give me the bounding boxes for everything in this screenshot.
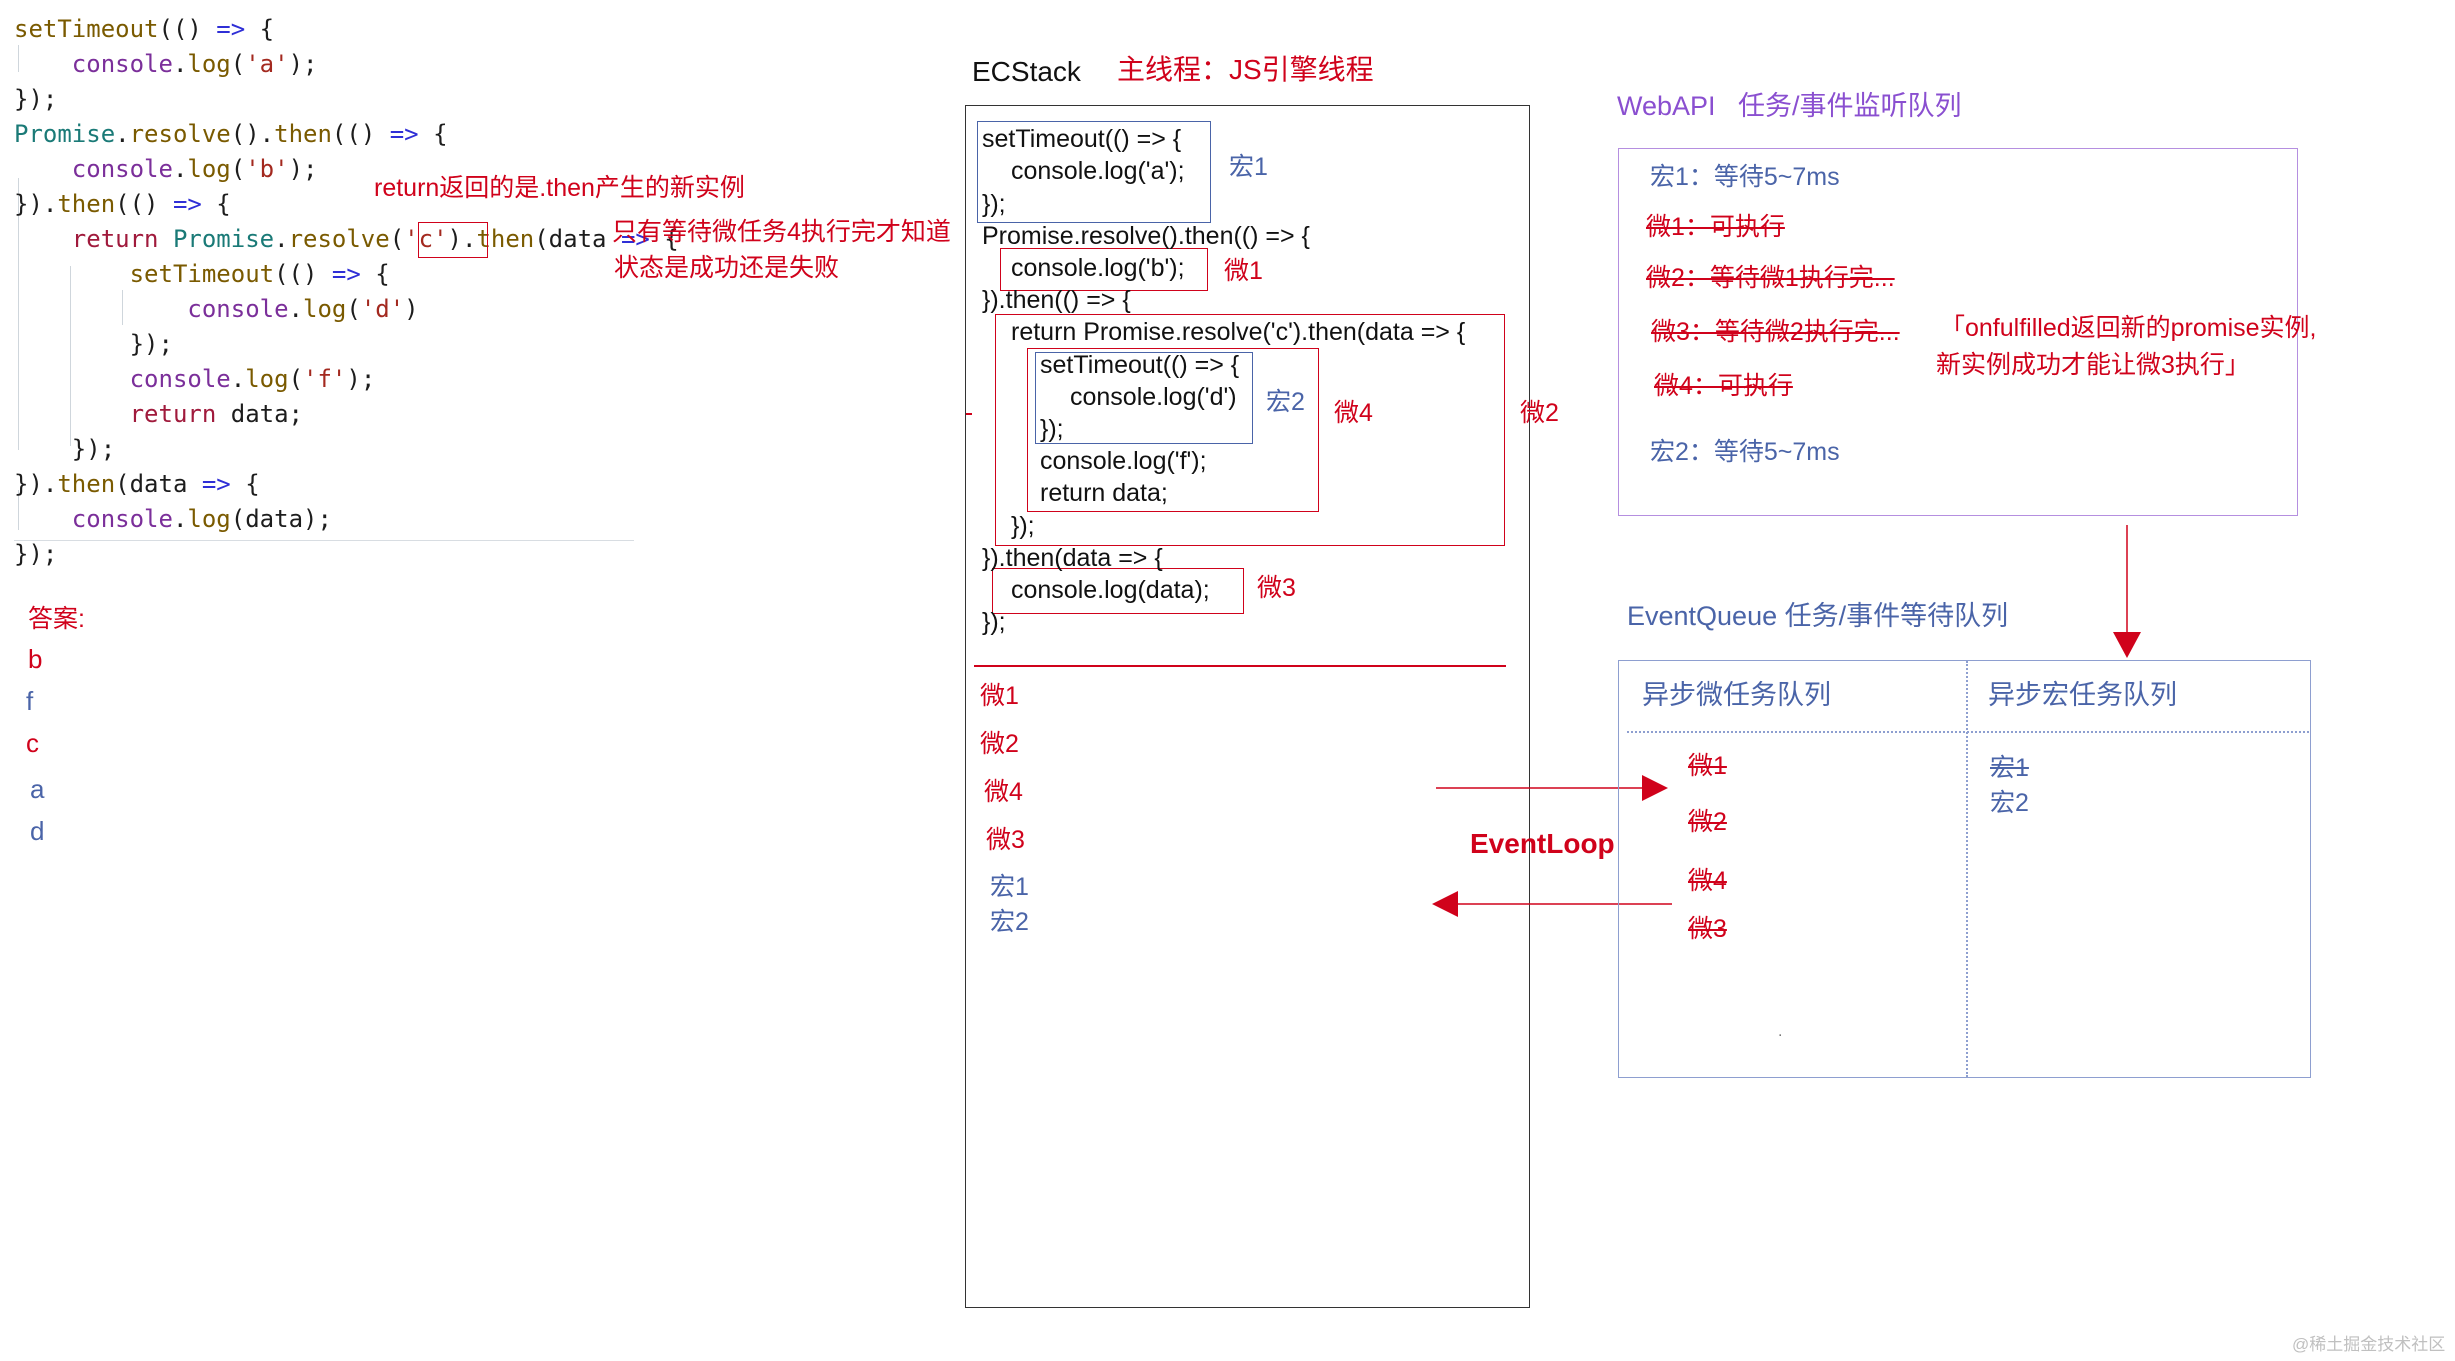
exec-order-item: 微1 (980, 682, 1019, 710)
code-divider (14, 540, 634, 541)
ec-code-line: }).then(data => { (982, 544, 1163, 572)
tag-micro4: 微4 (1334, 399, 1373, 427)
micro1-box (1000, 248, 1208, 291)
ec-code-line: }); (1011, 512, 1035, 540)
answer-label: 答案: (28, 605, 85, 633)
tag-micro2: 微2 (1520, 399, 1559, 427)
note-state: 状态是成功还是失败 (614, 254, 840, 282)
ec-code-line: return Promise.resolve('c').then(data =>… (1011, 318, 1466, 346)
webapi-note-line1: 「onfulfilled返回新的promise实例, (1940, 314, 2317, 342)
ec-code-line: console.log('d') (1070, 383, 1237, 411)
code-line-15: console.log(data); (71, 505, 332, 533)
code-line-6: }).then(() => { (14, 190, 231, 218)
stray-dot: . (1778, 1023, 1783, 1040)
exec-order-item: 宏2 (990, 908, 1029, 936)
code-line-14: }).then(data => { (14, 470, 260, 498)
ec-code-line: }); (982, 190, 1006, 218)
arrow-to-stack-head (1432, 891, 1458, 917)
code-line-3: }); (14, 85, 58, 113)
ec-code-line: console.log('f'); (1040, 447, 1207, 475)
exec-order-item: 宏1 (990, 873, 1029, 901)
arrow-webapi-to-queue-head (2113, 632, 2141, 658)
code-line-5: console.log('b'); (71, 155, 318, 183)
micro-queue-item: 微4 (1688, 867, 1727, 895)
ec-code-line: console.log(data); (1011, 576, 1210, 604)
macro-queue-item: 宏1 (1990, 754, 2029, 782)
webapi-item: 微3：等待微2执行完... (1651, 318, 1900, 346)
code-line-8: setTimeout(() => { (129, 260, 390, 288)
micro4-box (1027, 348, 1319, 512)
ec-code-line: setTimeout(() => { (1040, 351, 1240, 379)
webapi-item: 微2：等待微1执行完... (1646, 264, 1895, 292)
micro-queue-item: 微3 (1688, 915, 1727, 943)
micro3-box (992, 568, 1244, 614)
code-line-7: return Promise.resolve('c').then(data =>… (71, 225, 679, 253)
answer-item: b (28, 644, 43, 674)
answer-item: d (30, 816, 45, 846)
queue-column-divider (1966, 661, 1968, 1077)
ec-code-line: }); (982, 608, 1006, 636)
ec-code-line: return data; (1040, 479, 1168, 507)
micro-queue-header: 异步微任务队列 (1642, 680, 1831, 710)
note-return-new-instance: return返回的是.then产生的新实例 (374, 174, 745, 202)
webapi-item: 宏1：等待5~7ms (1650, 163, 1840, 191)
ecstack-divider (974, 665, 1506, 667)
tag-micro1: 微1 (1224, 257, 1263, 285)
webapi-item: 微1：可执行 (1646, 213, 1785, 241)
ec-code-line: console.log('a'); (1011, 157, 1185, 185)
webapi-box (1618, 148, 2298, 516)
ec-code-line: }); (1040, 415, 1064, 443)
code-line-11: console.log('f'); (129, 365, 376, 393)
webapi-note-line2: 新实例成功才能让微3执行」 (1936, 351, 2250, 379)
code-line-2: console.log('a'); (71, 50, 318, 78)
macro2-box (1035, 352, 1253, 444)
tag-micro3: 微3 (1257, 574, 1296, 602)
eventqueue-box (1618, 660, 2311, 1078)
eventloop-label: EventLoop (1470, 828, 1615, 859)
exec-order-item: 微2 (980, 730, 1019, 758)
exec-order-item: 微3 (986, 826, 1025, 854)
macro-queue-header: 异步宏任务队列 (1988, 680, 2177, 710)
ecstack-box (965, 105, 1530, 1308)
webapi-item: 微4：可执行 (1654, 372, 1793, 400)
ec-code-line: Promise.resolve().then(() => { (982, 222, 1310, 250)
code-line-13: }); (14, 435, 116, 463)
code-line-12: return data; (129, 400, 303, 428)
arrow-to-queue-head (1642, 775, 1668, 801)
queue-header-divider (1627, 731, 2309, 733)
ec-code-line: setTimeout(() => { (982, 125, 1182, 153)
then-highlight-box (418, 222, 488, 258)
code-line-4: Promise.resolve().then(() => { (14, 120, 448, 148)
micro-queue-item: 微1 (1688, 752, 1727, 780)
eventqueue-title: EventQueue 任务/事件等待队列 (1627, 601, 2009, 631)
answer-item: f (26, 686, 34, 716)
ec-code-line: }).then(() => { (982, 286, 1131, 314)
ec-code-line: console.log('b'); (1011, 254, 1185, 282)
tag-macro2: 宏2 (1266, 388, 1305, 416)
code-line-10: }); (14, 330, 173, 358)
webapi-item: 宏2：等待5~7ms (1650, 438, 1840, 466)
code-line-9: console.log('d') (187, 295, 419, 323)
macro-queue-item: 宏2 (1990, 789, 2029, 817)
micro2-box (995, 314, 1505, 546)
macro1-box (977, 121, 1211, 223)
exec-order-item: 微4 (984, 778, 1023, 806)
code-line-1: setTimeout(() => { (14, 15, 275, 43)
answer-item: c (26, 728, 39, 758)
tick-mark (966, 413, 972, 415)
ecstack-title: ECStack (972, 56, 1081, 87)
watermark: @稀土掘金技术社区 (2292, 1335, 2446, 1354)
note-wait-micro4: 只有等待微任务4执行完才知道 (612, 218, 951, 246)
webapi-title: WebAPI 任务/事件监听队列 (1617, 91, 1962, 121)
ecstack-subtitle: 主线程：JS引擎线程 (1117, 54, 1374, 85)
code-line-16: }); (14, 540, 58, 568)
answer-item: a (30, 774, 45, 804)
tag-macro1: 宏1 (1229, 153, 1268, 181)
micro-queue-item: 微2 (1688, 808, 1727, 836)
